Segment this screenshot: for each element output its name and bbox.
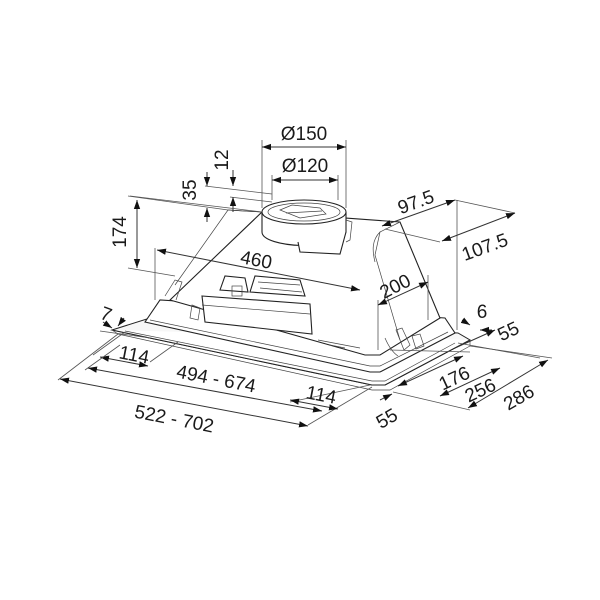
dim-label-total-width: 522 - 702 xyxy=(133,402,216,438)
dim-label-top-depth-back: 107.5 xyxy=(459,230,511,266)
outlet-collar xyxy=(261,199,353,255)
dim-label-left-inset: 114 xyxy=(117,342,151,368)
dim-body-height: 174 xyxy=(110,195,229,277)
hood-body xyxy=(110,199,472,391)
dim-label-outlet-inner: Ø120 xyxy=(282,156,328,177)
dim-label-rim-left: 7 xyxy=(97,303,114,326)
dim-right-inset: 114 xyxy=(289,382,373,426)
dim-label-body-height: 174 xyxy=(110,216,131,248)
dim-label-back-offset: 55 xyxy=(495,318,523,346)
dim-outlet-outer: Ø150 xyxy=(261,124,347,208)
dim-label-cutout-width: 494 - 674 xyxy=(175,362,258,398)
dim-collar-height: 12 xyxy=(204,149,273,212)
dim-label-right-inset: 114 xyxy=(304,382,338,408)
dim-label-front-offset: 55 xyxy=(373,405,402,434)
dim-rim-right: 6 xyxy=(460,302,492,334)
dim-label-outlet-offset: 35 xyxy=(180,179,201,200)
dim-label-total-depth: 286 xyxy=(500,381,538,415)
dim-label-collar-height: 12 xyxy=(212,149,233,170)
dim-outlet-offset: 35 xyxy=(129,172,263,222)
dim-outlet-inner: Ø120 xyxy=(271,156,339,200)
dim-label-rim-right: 6 xyxy=(477,302,488,323)
dim-front-offset: 55 xyxy=(373,393,402,434)
dim-label-outlet-outer: Ø150 xyxy=(281,124,327,145)
